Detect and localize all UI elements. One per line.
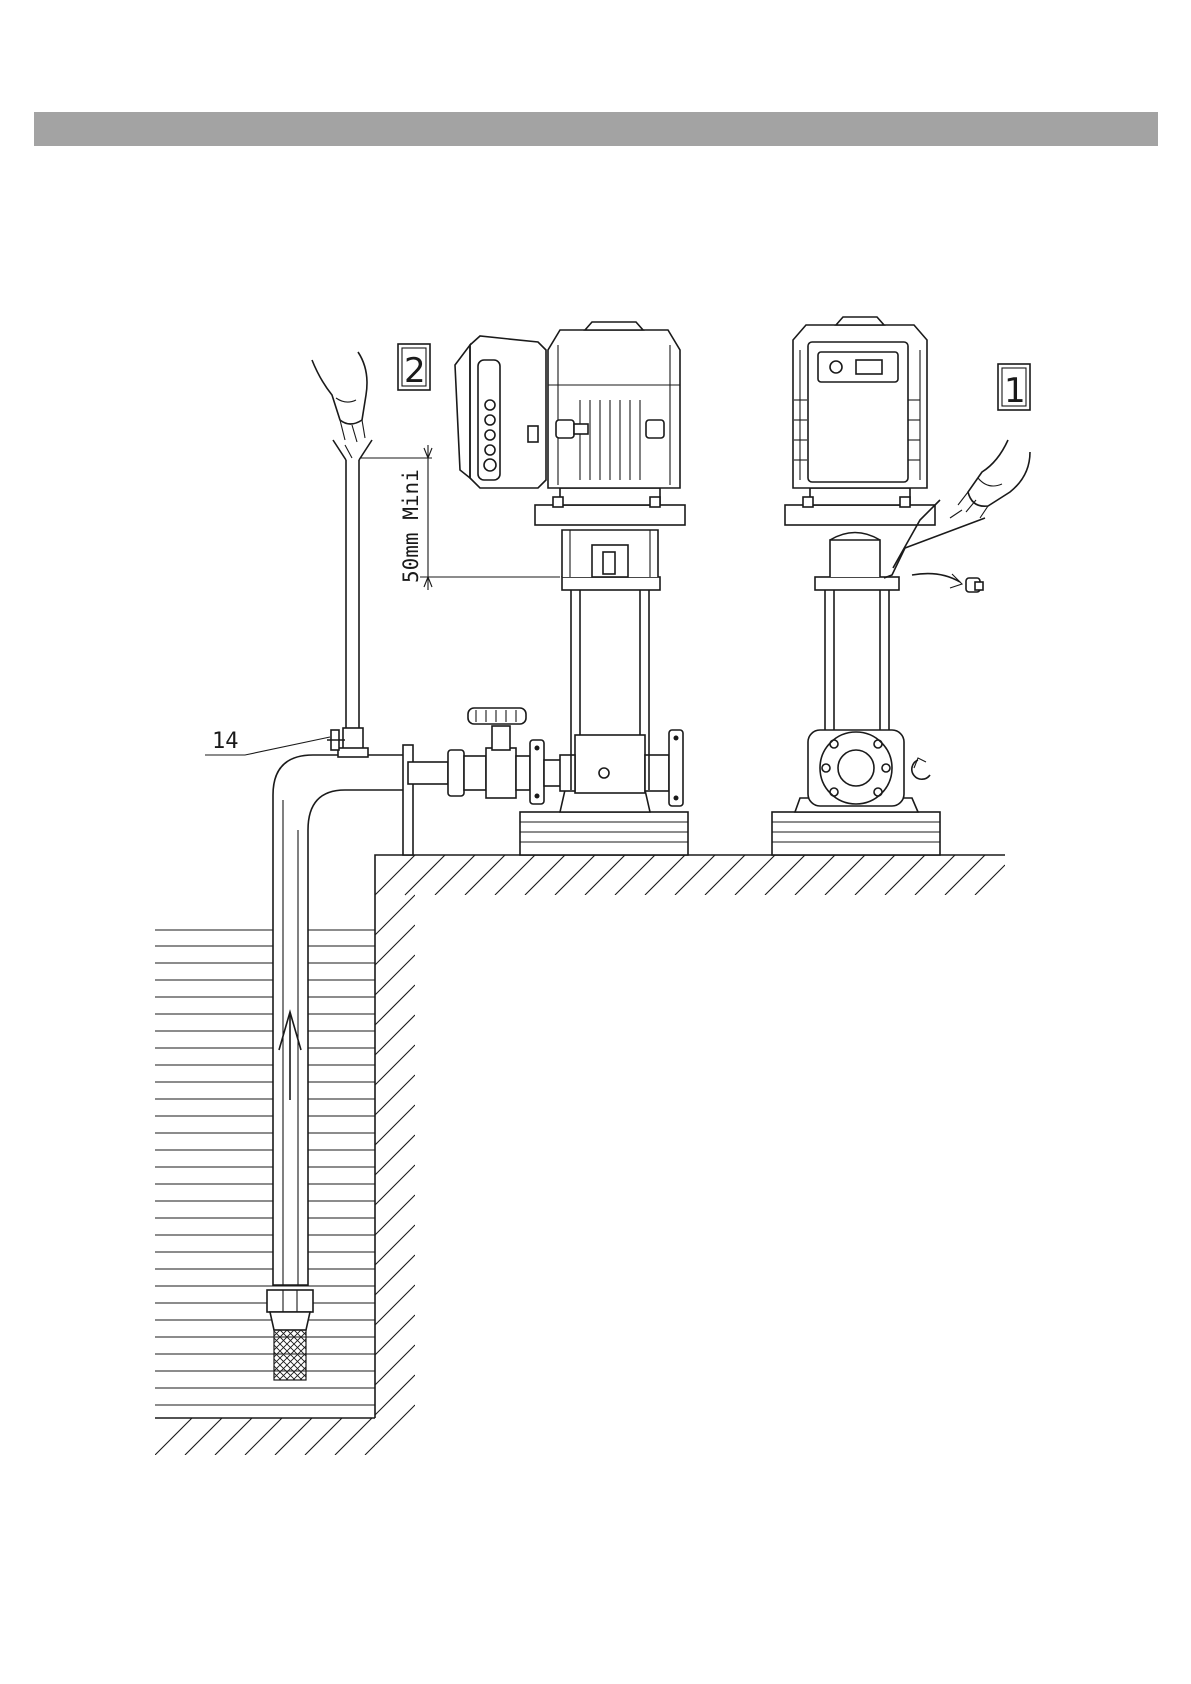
step-2-marker: 2: [398, 344, 430, 391]
callout-14: 14: [205, 729, 330, 755]
hand-pouring-right-icon: [950, 440, 1030, 518]
step-1-marker: 1: [998, 364, 1030, 411]
gate-valve: [468, 708, 526, 750]
suction-horizontal-pipe: [408, 740, 566, 804]
foot-valve-strainer: [267, 1290, 313, 1380]
priming-tube: [333, 440, 372, 757]
step-2-label: 2: [404, 351, 426, 391]
step-1-label: 1: [1004, 371, 1026, 411]
pump-front-view: [772, 317, 940, 855]
dimension-label: 50mm Mini: [399, 469, 423, 583]
hand-pouring-left-icon: [312, 352, 367, 458]
callout-14-label: 14: [212, 729, 239, 754]
suction-pipe: [273, 755, 408, 1285]
water-level-lines: [155, 930, 375, 1405]
